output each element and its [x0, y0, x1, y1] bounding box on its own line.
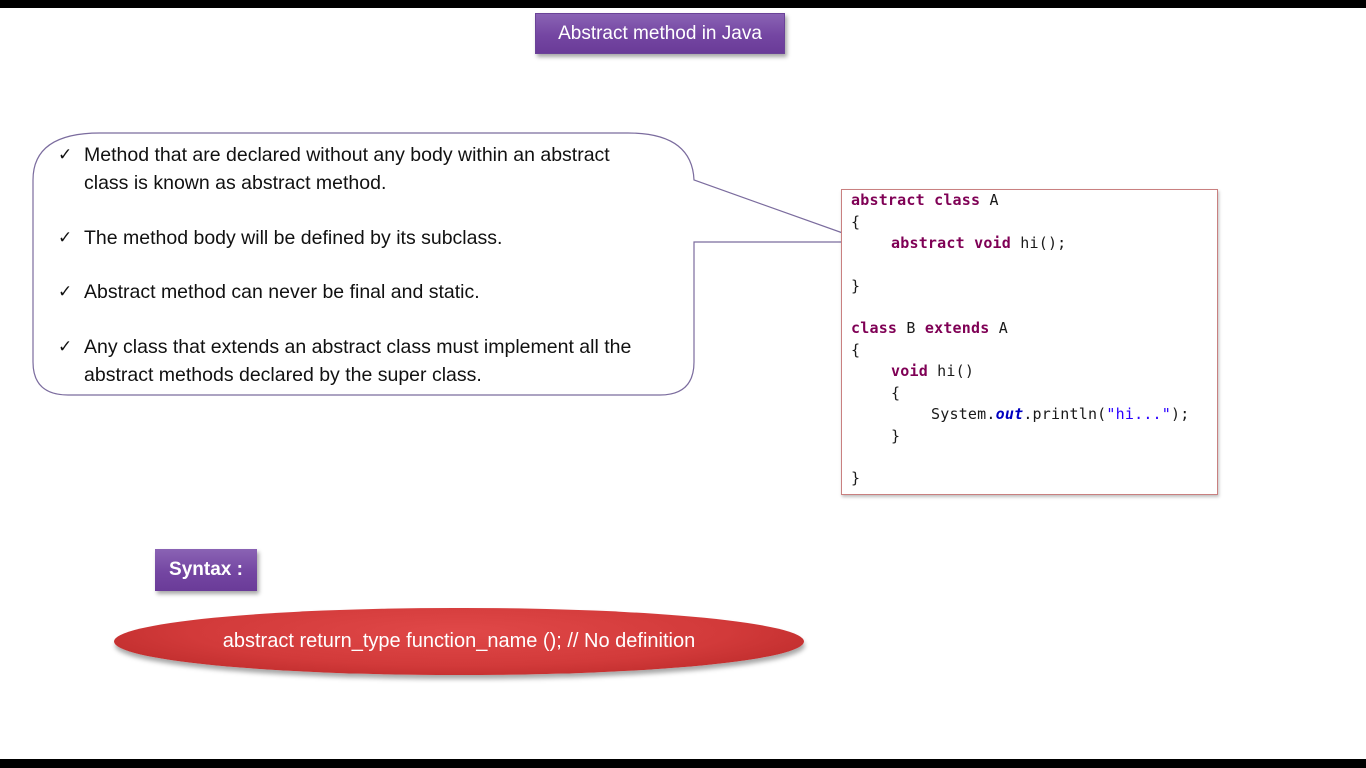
code-line: } [851, 469, 861, 487]
code-line: { [851, 341, 861, 359]
bullet-text: Method that are declared without any bod… [84, 144, 610, 166]
check-icon: ✓ [58, 228, 73, 247]
bullet-item: ✓ Abstract method can never be final and… [58, 278, 480, 306]
top-black-bar [0, 0, 1366, 8]
bullet-text: class is known as abstract method. [84, 172, 387, 194]
bullet-item: ✓ Method that are declared without any b… [58, 141, 610, 197]
syntax-pill: abstract return_type function_name (); /… [114, 608, 804, 675]
bottom-black-bar [0, 759, 1366, 768]
bullet-text: Any class that extends an abstract class… [84, 336, 632, 358]
syntax-label: Syntax : [155, 549, 257, 591]
code-line: { [851, 213, 861, 231]
check-icon: ✓ [58, 145, 73, 164]
syntax-text: abstract return_type function_name (); /… [222, 630, 696, 652]
bullet-item: ✓ The method body will be defined by its… [58, 224, 502, 252]
code-line: } [891, 427, 901, 445]
code-line: abstract void hi(); [891, 234, 1067, 252]
code-line: void hi() [891, 362, 975, 380]
bullet-text: Abstract method can never be final and s… [84, 281, 480, 303]
code-snippet: abstract class A { abstract void hi(); }… [841, 189, 1218, 495]
code-line: } [851, 277, 861, 295]
code-line: System.out.println("hi..."); [931, 405, 1190, 423]
bullet-item: ✓ Any class that extends an abstract cla… [58, 333, 631, 389]
syntax-label-text: Syntax : [169, 559, 243, 580]
code-line: { [891, 384, 901, 402]
bullet-text: The method body will be defined by its s… [84, 227, 503, 249]
slide-title: Abstract method in Java [535, 13, 785, 54]
check-icon: ✓ [58, 282, 73, 301]
code-line: abstract class A [851, 191, 999, 209]
slide-title-text: Abstract method in Java [558, 22, 762, 44]
bullet-text: abstract methods declared by the super c… [84, 364, 482, 386]
code-line: class B extends A [851, 319, 1008, 337]
check-icon: ✓ [58, 337, 73, 356]
